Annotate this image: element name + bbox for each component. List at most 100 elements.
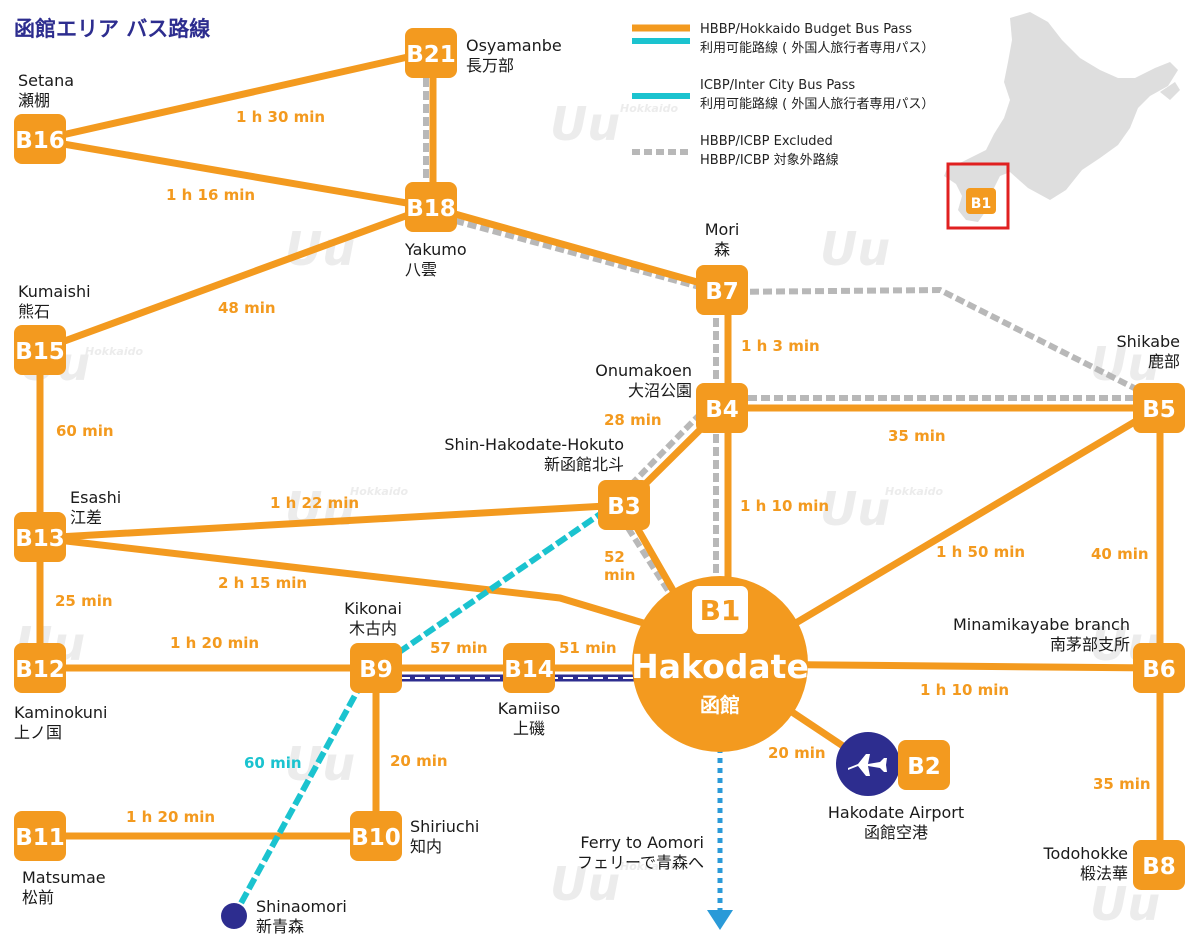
stop-b21-code: B21 (406, 42, 456, 68)
stop-b7-box[interactable] (696, 265, 748, 315)
stop-b21[interactable]: B21 (405, 28, 457, 78)
watermarks: Uu Hokkaido Uu Uu Uu Hokkaido Uu Uu Hokk… (15, 97, 1160, 931)
duration-b9-shinaomori: 60 min (244, 754, 302, 772)
duration-b16-b18: 1 h 16 min (166, 186, 255, 204)
stop-b15-code: B15 (15, 339, 65, 365)
shinaomori-name-jp: 新青森 (256, 917, 304, 936)
inset-marker-label: B1 (971, 196, 991, 212)
watermark-text: Hokkaido (620, 860, 678, 873)
watermark-text: Hokkaido (620, 102, 678, 115)
stop-b10-box[interactable] (350, 811, 402, 861)
legend: HBBP/Hokkaido Budget Bus Pass 利用可能路線 ( 外… (632, 22, 934, 168)
stop-b16-box[interactable] (14, 114, 66, 164)
stop-b3-code: B3 (607, 494, 641, 520)
stop-b2[interactable]: B2 (898, 740, 950, 790)
duration-b15-b18: 48 min (218, 299, 276, 317)
hub-name-jp: 函館 (700, 693, 740, 717)
stop-b13-box[interactable] (14, 512, 66, 562)
stop-b14[interactable]: B14 (503, 643, 555, 693)
stop-b12-box[interactable] (14, 643, 66, 693)
duration-b9-b14: 57 min (430, 639, 488, 657)
stop-b11[interactable]: B11 (14, 811, 66, 861)
stop-b6-name: Minamikayabe branch (953, 615, 1130, 634)
watermark-logo: Uu (820, 482, 890, 536)
stop-b10-name: Shiriuchi (410, 817, 479, 836)
stop-b21-name: Osyamanbe (466, 36, 562, 55)
stop-b5-name: Shikabe (1116, 332, 1180, 351)
stop-b11-box[interactable] (14, 811, 66, 861)
stop-b2-box[interactable] (898, 740, 950, 790)
hub-hakodate[interactable]: B1 Hakodate 函館 (631, 576, 809, 752)
stop-b3-box[interactable] (598, 480, 650, 530)
stop-b18-name-jp: 八雲 (405, 260, 437, 279)
stop-b7-code: B7 (705, 279, 739, 305)
stop-b15-box[interactable] (14, 325, 66, 375)
stop-b5-box[interactable] (1133, 383, 1185, 433)
stop-b10[interactable]: B10 (350, 811, 402, 861)
stop-b2-code: B2 (907, 754, 941, 780)
hub-circle[interactable] (632, 576, 808, 752)
hub-name: Hakodate (631, 647, 809, 686)
stop-b8-name-jp: 椴法華 (1080, 864, 1128, 883)
legend-excluded-label: HBBP/ICBP Excluded (700, 134, 833, 149)
stop-b8[interactable]: B8 (1133, 840, 1185, 890)
map-title: 函館エリア バス路線 (14, 17, 210, 41)
duration-b1-b6: 1 h 10 min (920, 681, 1009, 699)
duration-b5-b1: 1 h 50 min (936, 543, 1025, 561)
excluded-route-b18-b7 (429, 211, 719, 295)
stop-b2-name: Hakodate Airport (828, 803, 964, 822)
stop-b12-name: Kaminokuni (14, 703, 107, 722)
stop-b9[interactable]: B9 (350, 643, 402, 693)
duration-b16-b21: 1 h 30 min (236, 108, 325, 126)
legend-icbp-sublabel: 利用可能路線 ( 外国人旅行者専用パス） (700, 96, 934, 112)
duration-b6-b8: 35 min (1093, 775, 1151, 793)
stop-b13-code: B13 (15, 526, 65, 552)
stop-b18[interactable]: B18 (405, 182, 457, 232)
stop-b3[interactable]: B3 (598, 480, 650, 530)
stop-b14-box[interactable] (503, 643, 555, 693)
stop-b14-name-jp: 上磯 (513, 719, 545, 738)
stop-b15[interactable]: B15 (14, 325, 66, 375)
airport-group[interactable] (836, 732, 900, 796)
station-names: Osyamanbe 長万部 Setana 瀬棚 Yakumo 八雲 Mori 森… (14, 36, 1180, 907)
route-b15-b18 (36, 203, 434, 354)
stop-b16[interactable]: B16 (14, 114, 66, 164)
watermark-logo: Uu (285, 737, 355, 791)
duration-b9-b10: 20 min (390, 752, 448, 770)
stop-b5[interactable]: B5 (1133, 383, 1185, 433)
stop-b6-box[interactable] (1133, 643, 1185, 693)
stop-b4-name: Onumakoen (595, 361, 692, 380)
stop-b11-code: B11 (15, 825, 65, 851)
stop-b18-code: B18 (406, 196, 456, 222)
stop-b4[interactable]: B4 (696, 383, 748, 433)
stop-b21-name-jp: 長万部 (466, 56, 514, 75)
stop-b7[interactable]: B7 (696, 265, 748, 315)
stop-b12[interactable]: B12 (14, 643, 66, 693)
watermark-logo: Uu (550, 97, 620, 151)
stop-b9-box[interactable] (350, 643, 402, 693)
stop-b18-name: Yakumo (404, 240, 467, 259)
hokkaido-shape (944, 12, 1178, 222)
stop-b13[interactable]: B13 (14, 512, 66, 562)
stop-b21-box[interactable] (405, 28, 457, 78)
stop-b6[interactable]: B6 (1133, 643, 1185, 693)
stop-b6-name-jp: 南茅部支所 (1050, 635, 1130, 654)
stop-b18-box[interactable] (405, 182, 457, 232)
stop-b12-code: B12 (15, 657, 65, 683)
stop-b4-box[interactable] (696, 383, 748, 433)
ferry-label: Ferry to Aomori (580, 833, 704, 852)
stop-b9-name: Kikonai (344, 599, 402, 618)
shinaomori-dot[interactable] (221, 903, 247, 929)
stop-b6-code: B6 (1142, 657, 1176, 683)
hub-code-box (692, 586, 748, 634)
stop-b8-box[interactable] (1133, 840, 1185, 890)
watermark-logo: Uu (550, 857, 620, 911)
icbp-route-b3-b9 (374, 507, 608, 671)
stop-shinaomori[interactable]: Shinaomori 新青森 (221, 897, 347, 936)
stop-b16-code: B16 (15, 128, 65, 154)
stop-b15-name: Kumaishi (18, 282, 91, 301)
stop-b14-code: B14 (504, 657, 554, 683)
airplane-icon (848, 754, 887, 776)
duration-b4-b5: 35 min (888, 427, 946, 445)
